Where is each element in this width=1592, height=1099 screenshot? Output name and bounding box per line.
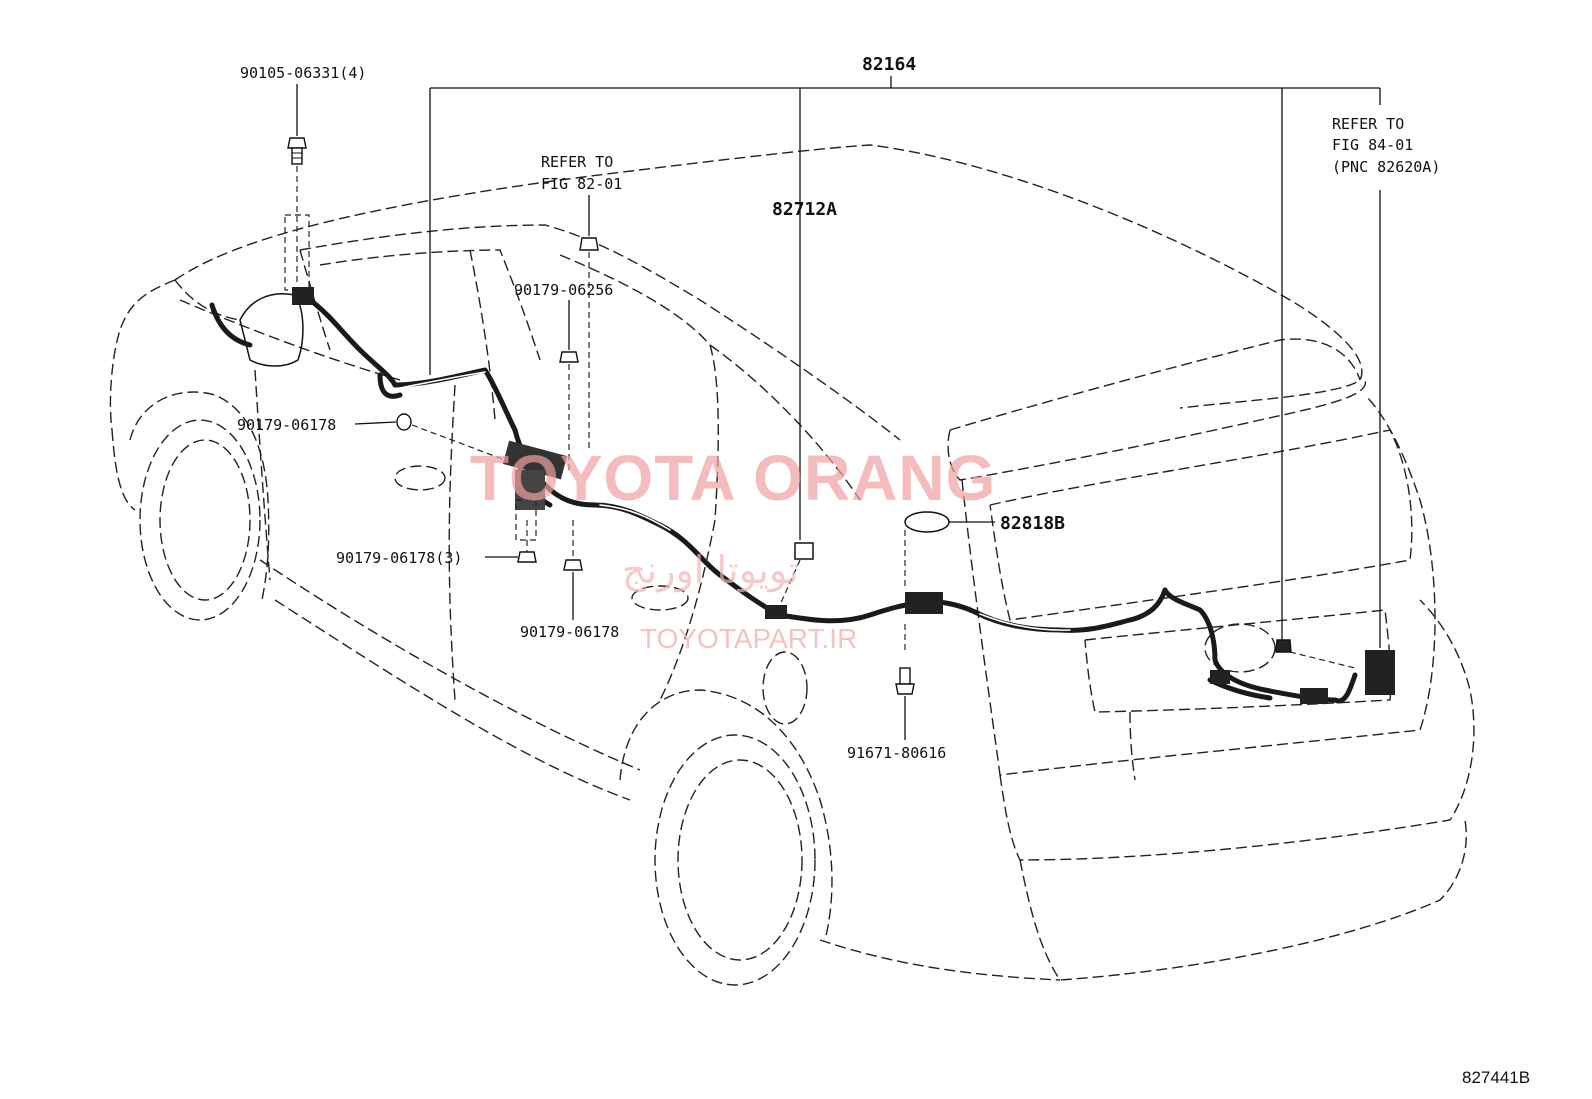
label-refer-fig8201-line1: REFER TO	[541, 153, 613, 171]
label-refer-fig8401-line2: FIG 84-01	[1332, 136, 1413, 154]
nut-icon	[396, 413, 412, 431]
fasteners	[287, 137, 1292, 695]
label-82164: 82164	[862, 54, 916, 75]
part-labels: 82164 90105-06331(4) REFER TO FIG 82-01 …	[237, 54, 1530, 1087]
watermark-arabic: تويوتا اورنج	[622, 548, 799, 593]
leader-lines	[296, 76, 1381, 740]
label-82712A: 82712A	[772, 199, 837, 220]
watermark-url: TOYOTAPART.IR	[640, 623, 857, 654]
label-bolt-91671-80616: 91671-80616	[847, 744, 946, 762]
label-nut-90179-06178-a: 90179-06178	[237, 416, 336, 434]
nut-icon	[563, 559, 583, 571]
watermark-brand: TOYOTA ORANG	[470, 442, 996, 514]
grommet-82818B-icon	[904, 511, 950, 533]
label-clip-90179-06256: 90179-06256	[514, 281, 613, 299]
nut-icon	[579, 237, 599, 251]
label-bolt-90105-06331: 90105-06331(4)	[240, 64, 366, 82]
label-nut-90179-06178-b: 90179-06178	[520, 623, 619, 641]
label-82818B: 82818B	[1000, 513, 1065, 534]
wire-harness-82164	[209, 287, 1395, 704]
figure-number: 827441B	[1462, 1068, 1530, 1087]
install-guides	[284, 166, 1356, 669]
watermark: TOYOTA ORANG تويوتا اورنج TOYOTAPART.IR	[470, 442, 996, 654]
bolt-91671-80616-icon	[895, 667, 915, 695]
nut-icon	[559, 351, 579, 363]
clip-82712A-icon	[794, 542, 814, 560]
label-refer-fig8201-line2: FIG 82-01	[541, 175, 622, 193]
nut-icon	[517, 551, 537, 563]
label-refer-fig8401-line1: REFER TO	[1332, 115, 1404, 133]
label-nut-90179-06178-3: 90179-06178(3)	[336, 549, 462, 567]
bolt-90105-06331-icon	[287, 137, 307, 165]
label-refer-fig8401-line3: (PNC 82620A)	[1332, 158, 1440, 176]
clip-icon	[1275, 639, 1292, 653]
